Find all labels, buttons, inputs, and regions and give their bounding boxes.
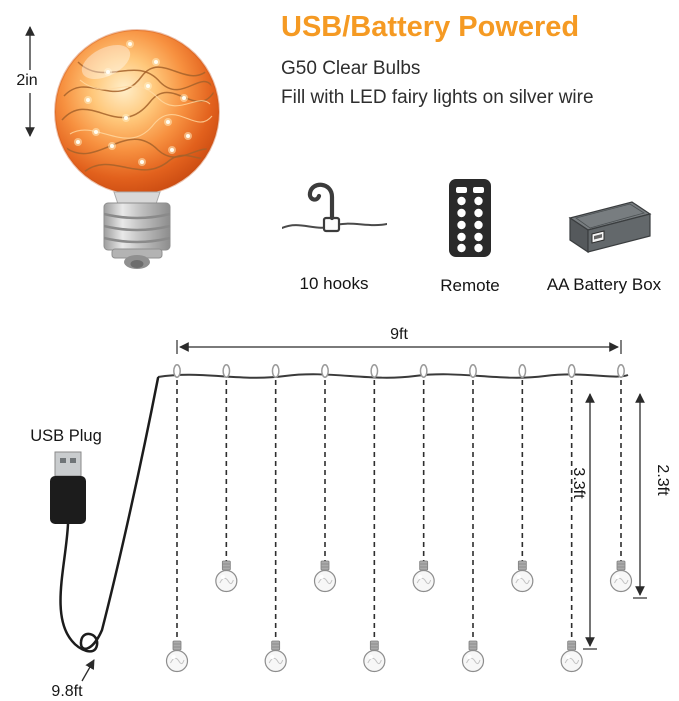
bulb-size-label: 2in	[16, 72, 37, 89]
headline: USB/Battery Powered	[281, 11, 580, 43]
hooks-label: 10 hooks	[299, 274, 369, 293]
glass-highlight	[81, 45, 131, 79]
usb-plug-label: USB Plug	[30, 427, 102, 445]
bulb-neck	[113, 191, 161, 205]
fairy-wire-strands	[61, 61, 215, 173]
short-drop-label: 2.3ft	[654, 464, 671, 496]
usb-plug-icon: USB Plug	[30, 427, 102, 524]
lead-wire	[59, 376, 160, 653]
fairy-lights	[74, 40, 192, 166]
lead-length-dimension: 9.8ft	[51, 659, 95, 700]
width-dimension-arrow: 9ft	[176, 326, 622, 354]
accessory-remote: Remote	[400, 178, 540, 296]
curtain-width-label: 9ft	[390, 326, 408, 343]
header: USB/Battery Powered G50 Clear Bulbs Fill…	[281, 11, 673, 109]
curtain-diagram: 9ft 3.3ft 2.3ft USB Plug	[30, 326, 671, 700]
bulb-base	[103, 202, 171, 269]
remote-control-icon	[449, 179, 491, 257]
long-drop-dimension: 3.3ft	[570, 393, 597, 650]
battery-box-label: AA Battery Box	[546, 275, 662, 294]
battery-box-icon	[568, 201, 652, 254]
s-hook-icon	[281, 182, 387, 233]
accessory-battery: AA Battery Box	[532, 190, 676, 295]
lead-length-label: 9.8ft	[51, 683, 83, 700]
short-drop-dimension: 2.3ft	[633, 393, 671, 599]
accessory-hooks: 10 hooks	[264, 170, 404, 294]
curtain-drops	[165, 364, 633, 673]
curtain-wire	[157, 373, 629, 379]
long-drop-label: 3.3ft	[570, 467, 587, 499]
bulb-size-dimension: 2in	[16, 26, 38, 137]
subtitle-line-2: Fill with LED fairy lights on silver wir…	[281, 86, 594, 108]
bulb-photo	[54, 29, 220, 269]
subtitle-line-1: G50 Clear Bulbs	[281, 57, 421, 79]
remote-label: Remote	[440, 276, 500, 295]
